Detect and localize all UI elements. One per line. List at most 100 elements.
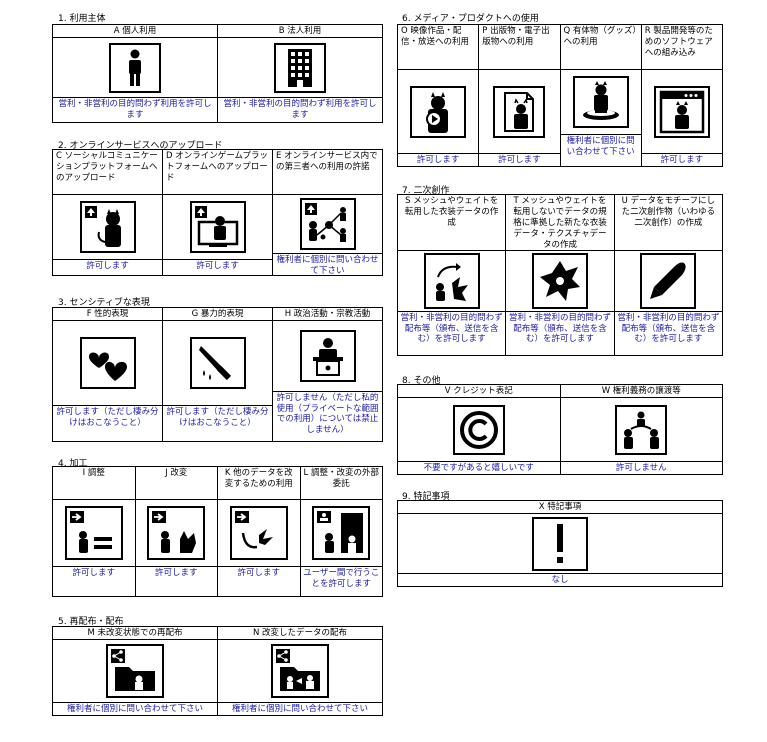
section-7-table: S メッシュやウェイトを転用した衣装データの作成 営利・非営利の目的問わず配布等… [397, 194, 723, 356]
item-s: S メッシュやウェイトを転用した衣装データの作成 営利・非営利の目的問わず配布等… [398, 195, 506, 355]
goods-icon [572, 76, 629, 128]
item-b-header: B 法人利用 [218, 25, 382, 38]
section-6-title: 6. メディア・プロダクトへの使用 [402, 14, 539, 24]
section-5-title: 5. 再配布・配布 [58, 617, 124, 627]
section-1-title: 1. 利用主体 [58, 14, 106, 24]
person-icon [109, 42, 161, 93]
section-5-table: M 未改変状態での再配布 権利者に個別に問い合わせて下さい N 改変したデータの… [52, 626, 383, 716]
item-s-answer: 営利・非営利の目的問わず配布等（頒布、送信を含む）を許可します [398, 311, 506, 355]
section-2-title: 2. オンラインサービスへのアップロード [58, 141, 223, 151]
item-n: N 改変したデータの配布 権利者に個別に問い合わせて下さい [217, 627, 382, 715]
item-i-header: I 調整 [53, 467, 135, 500]
item-v: V クレジット表記 不要ですがあると嬉しいです [398, 385, 560, 474]
upload-social-icon [79, 201, 136, 253]
item-t-header: T メッシュやウェイトを転用しないでデータの規格に準拠した新たな衣装データ・テク… [506, 195, 614, 251]
item-f-answer: 許可します（ただし棲み分けはおこなうこと） [53, 405, 162, 441]
item-o-answer: 許可します [398, 153, 479, 166]
item-k-header: K 他のデータを改変するための利用 [218, 467, 300, 500]
item-a-answer: 営利・非営利の目的問わず利用を許可します [53, 97, 217, 122]
item-w: W 権利義務の譲渡等 許可しません [559, 385, 722, 474]
item-u: U データをモチーフにした二次創作物（いわゆる二次創作）の作成 営利・非営利の目… [613, 195, 722, 355]
item-g-answer: 許可します（ただし棲み分けはおこなうこと） [163, 405, 272, 441]
item-a-header: A 個人利用 [53, 25, 217, 38]
section-3-table: F 性的表現 許可します（ただし棲み分けはおこなうこと） G 暴力的表現 許可し… [52, 307, 383, 442]
distribute-modified-icon [271, 644, 329, 698]
section-1-table: A 個人利用 営利・非営利の目的問わず利用を許可します B 法人利用 営利・非営… [52, 24, 383, 123]
item-d-answer: 許可します [163, 259, 272, 275]
item-d-header: D オンラインゲームプラットフォームへのアップロード [163, 150, 272, 195]
building-icon [274, 42, 326, 93]
item-k: K 他のデータを改変するための利用 許可します [217, 467, 300, 596]
item-w-header: W 権利義務の譲渡等 [560, 385, 722, 398]
item-v-header: V クレジット表記 [398, 385, 560, 398]
podium-icon [299, 330, 356, 382]
item-l-answer: ユーザー間で行うことを許可します [300, 566, 382, 596]
mesh-transfer-icon [423, 253, 480, 309]
item-c-answer: 許可します [53, 259, 162, 275]
item-r-answer: 許可します [641, 153, 722, 166]
section-9-table: X 特記事項 なし [397, 500, 723, 587]
pen-nib-icon [640, 253, 697, 309]
modify-icon [147, 506, 206, 560]
item-g: G 暴力的表現 許可します（ただし棲み分けはおこなうこと） [162, 308, 272, 441]
item-c: C ソーシャルコミュニケーションプラットフォームへのアップロード 許可します [53, 150, 162, 275]
section-7-title: 7. 二次創作 [402, 186, 450, 196]
item-q: Q 有体物（グッズ）への利用 権利者に個別に問い合わせて下さい [559, 25, 641, 166]
item-u-header: U データをモチーフにした二次創作物（いわゆる二次創作）の作成 [614, 195, 722, 251]
item-l: L 調整・改変の外部委託 ユーザー間で行うことを許可します [299, 467, 382, 596]
item-m: M 未改変状態での再配布 権利者に個別に問い合わせて下さい [53, 627, 217, 715]
item-l-header: L 調整・改変の外部委託 [300, 467, 382, 500]
section-4-title: 4. 加工 [58, 459, 88, 469]
item-p-header: P 出版物・電子出版物への利用 [479, 25, 560, 70]
item-r: R 製品開発等のためのソフトウェアへの組み込み 許可します [640, 25, 722, 166]
item-i-answer: 許可します [53, 566, 135, 596]
video-icon [410, 85, 467, 138]
item-j-header: J 改変 [135, 467, 217, 500]
item-g-header: G 暴力的表現 [163, 308, 272, 321]
item-q-header: Q 有体物（グッズ）への利用 [560, 25, 641, 70]
upload-game-icon [189, 201, 246, 253]
item-h-header: H 政治活動・宗教活動 [273, 308, 382, 321]
software-icon [653, 85, 710, 138]
knife-icon [189, 337, 246, 389]
item-o-header: O 映像作品・配信・放送への利用 [398, 25, 479, 70]
item-m-header: M 未改変状態での再配布 [53, 627, 217, 640]
item-d: D オンラインゲームプラットフォームへのアップロード 許可します [162, 150, 272, 275]
section-8-title: 8. その他 [402, 376, 441, 386]
item-i: I 調整 許可します [53, 467, 135, 596]
item-r-header: R 製品開発等のためのソフトウェアへの組み込み [641, 25, 722, 70]
publication-icon [493, 85, 546, 138]
item-t: T メッシュやウェイトを転用しないでデータの規格に準拠した新たな衣装データ・テク… [505, 195, 614, 355]
item-j: J 改変 許可します [134, 467, 217, 596]
item-v-answer: 不要ですがあると嬉しいです [398, 461, 560, 474]
item-t-answer: 営利・非営利の目的問わず配布等（頒布、送信を含む）を許可します [506, 311, 614, 355]
section-8-table: V クレジット表記 不要ですがあると嬉しいです W 権利義務の譲渡等 許可しませ… [397, 384, 723, 475]
item-f: F 性的表現 許可します（ただし棲み分けはおこなうこと） [53, 308, 162, 441]
item-e-answer: 権利者に個別に問い合わせて下さい [273, 253, 382, 275]
item-q-answer: 権利者に個別に問い合わせて下さい [560, 134, 641, 166]
item-a: A 個人利用 営利・非営利の目的問わず利用を許可します [53, 25, 217, 122]
item-n-header: N 改変したデータの配布 [218, 627, 382, 640]
transfer-icon [615, 404, 668, 455]
modify-other-icon [229, 506, 288, 560]
item-u-answer: 営利・非営利の目的問わず配布等（頒布、送信を含む）を許可します [614, 311, 722, 355]
item-f-header: F 性的表現 [53, 308, 162, 321]
item-b: B 法人利用 営利・非営利の目的問わず利用を許可します [217, 25, 382, 122]
outsource-icon [312, 506, 371, 560]
item-x-answer: なし [398, 573, 722, 586]
item-n-answer: 権利者に個別に問い合わせて下さい [218, 702, 382, 715]
section-9-title: 9. 特記事項 [402, 492, 450, 502]
section-2-table: C ソーシャルコミュニケーションプラットフォームへのアップロード 許可します D… [52, 149, 383, 276]
item-h-answer: 許可しません（ただし私的使用（プライベートな範囲での利用）については禁止しません… [273, 391, 382, 441]
copyright-icon [452, 404, 505, 455]
item-w-answer: 許可しません [560, 461, 722, 474]
hearts-icon [79, 337, 136, 389]
redistribute-icon [106, 644, 164, 698]
item-c-header: C ソーシャルコミュニケーションプラットフォームへのアップロード [53, 150, 162, 195]
item-h: H 政治活動・宗教活動 許可しません（ただし私的使用（プライベートな範囲での利用… [272, 308, 382, 441]
item-e: E オンラインサービス内での第三者への利用の許諾 権利者に個別に問い合わせて下さ… [272, 150, 382, 275]
item-e-header: E オンラインサービス内での第三者への利用の許諾 [273, 150, 382, 195]
item-s-header: S メッシュやウェイトを転用した衣装データの作成 [398, 195, 506, 251]
item-m-answer: 権利者に個別に問い合わせて下さい [53, 702, 217, 715]
share-third-party-icon [299, 198, 356, 250]
